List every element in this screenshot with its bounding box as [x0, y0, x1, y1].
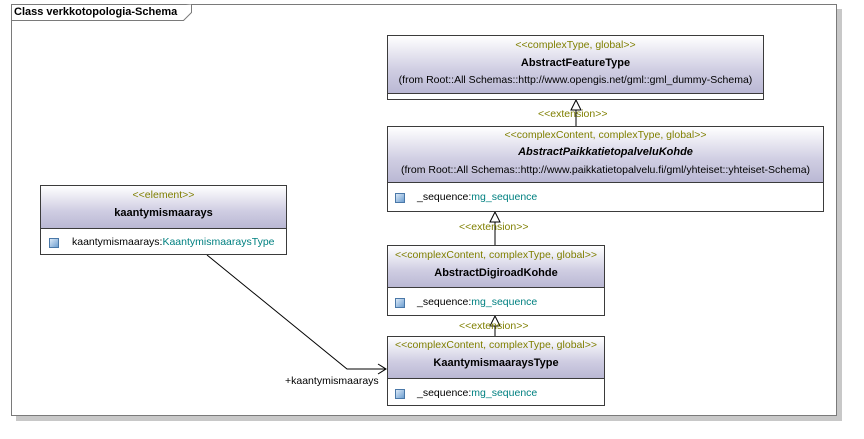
diagram-title: Class verkkotopologia-Schema: [14, 6, 178, 18]
stereotype-label: <<complexContent, complexType, global>>: [504, 129, 707, 141]
frame-shadow-bottom: [16, 416, 842, 421]
class-name: kaantymismaarays: [114, 207, 213, 219]
extension-label-1: <<extension>>: [538, 108, 608, 120]
class-origin: (from Root::All Schemas::http://www.open…: [398, 74, 753, 86]
stereotype-label: <<complexContent, complexType, global>>: [395, 339, 597, 351]
attribute-row[interactable]: _sequence:mg_sequence: [388, 183, 823, 212]
extension-arrowhead-2: [489, 210, 501, 223]
attribute-icon: [395, 298, 405, 308]
frame-shadow-right: [837, 9, 842, 420]
attribute-name: _sequence:: [417, 191, 472, 203]
extension-arrowhead-3: [489, 314, 501, 327]
stereotype-label: <<complexContent, complexType, global>>: [395, 249, 597, 261]
class-abstract-paikkatietopalvelu-kohde[interactable]: <<complexContent, complexType, global>> …: [387, 126, 824, 212]
stereotype-label: <<complexType, global>>: [515, 39, 636, 51]
stereotype-label: <<element>>: [132, 189, 195, 201]
class-abstract-feature-type[interactable]: <<complexType, global>> AbstractFeatureT…: [387, 35, 764, 100]
attribute-row[interactable]: kaantymismaarays:KaantymismaaraysType: [41, 229, 286, 255]
attribute-row[interactable]: _sequence:mg_sequence: [388, 379, 604, 406]
attribute-icon: [395, 389, 405, 399]
class-name: AbstractPaikkatietopalveluKohde: [518, 146, 693, 158]
frame-tab-shape: [11, 4, 192, 21]
extension-label-3: <<extension>>: [459, 320, 529, 332]
diagram-frame: [11, 4, 837, 416]
class-kaantymismaarays-type[interactable]: <<complexContent, complexType, global>> …: [387, 336, 605, 406]
class-name: AbstractFeatureType: [520, 57, 631, 69]
attribute-name: _sequence:: [417, 387, 472, 399]
association-arrowhead: [377, 363, 387, 375]
class-name: KaantymismaaraysType: [433, 357, 559, 369]
attribute-icon: [395, 193, 405, 203]
attribute-type: mg_sequence: [471, 296, 538, 308]
attribute-type: mg_sequence: [471, 387, 538, 399]
association-role-label: +kaantymismaarays: [285, 375, 379, 387]
extension-label-2: <<extension>>: [459, 221, 529, 233]
association-line: [206, 254, 386, 370]
attribute-type: mg_sequence: [471, 191, 538, 203]
class-kaantymismaarays-element[interactable]: <<element>> kaantymismaarays kaantymisma…: [40, 185, 287, 255]
attribute-type: KaantymismaaraysType: [162, 236, 275, 248]
attribute-row[interactable]: _sequence:mg_sequence: [388, 288, 604, 316]
class-origin: (from Root::All Schemas::http://www.paik…: [400, 164, 811, 176]
attribute-name: kaantymismaarays:: [72, 236, 163, 248]
attribute-name: _sequence:: [417, 296, 472, 308]
attribute-icon: [49, 238, 59, 248]
class-abstract-digiroad-kohde[interactable]: <<complexContent, complexType, global>> …: [387, 245, 605, 316]
extension-arrowhead-1: [570, 98, 582, 111]
class-name: AbstractDigiroadKohde: [434, 267, 558, 279]
